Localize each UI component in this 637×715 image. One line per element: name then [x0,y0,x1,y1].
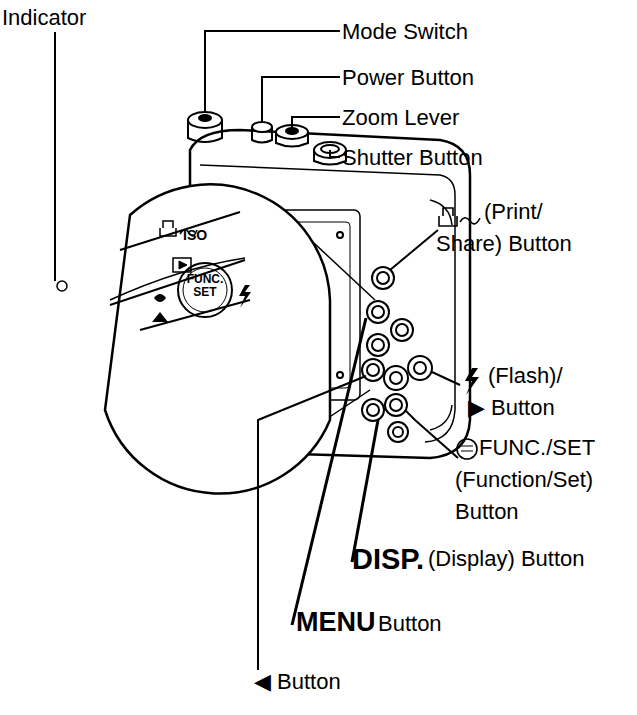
part-name: Indicator [2,2,202,34]
part-name: (Display) Button [428,543,628,575]
part-name: Power Button [342,62,622,94]
part-name: (Print/ Share) Button [436,196,612,260]
button-marking: ISO [183,228,223,243]
part-name: ◀ Button [254,666,454,698]
part-name: FUNC./SET (Function/Set) Button [455,432,627,528]
part-name: Mode Switch [342,16,622,48]
button-marking: FUNC. SET [180,273,230,299]
part-name: Shutter Button [342,142,622,174]
part-name: Button [378,608,528,640]
part-name: Zoom Lever [342,102,622,134]
part-name: (Flash)/ ▶ Button [468,360,582,424]
